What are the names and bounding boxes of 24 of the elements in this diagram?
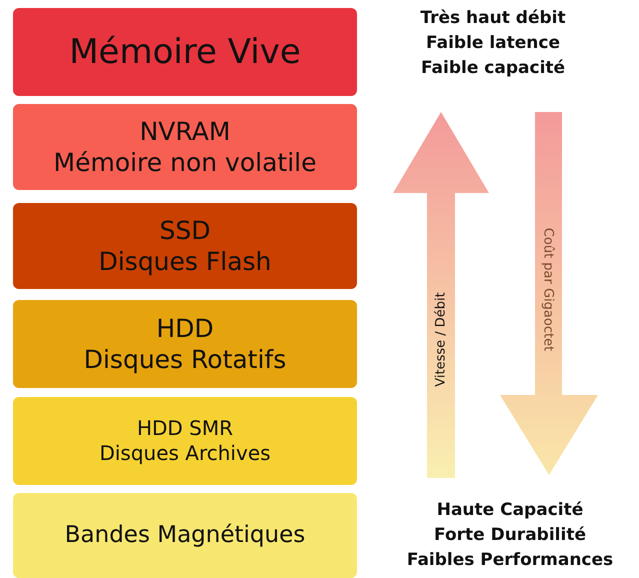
tier-label: Disques Rotatifs bbox=[84, 344, 286, 376]
note-text: Faible capacité bbox=[420, 58, 566, 78]
tier-label: HDD bbox=[156, 312, 214, 344]
tier-label: Mémoire Vive bbox=[69, 30, 301, 74]
note-text: Forte Durabilité bbox=[433, 525, 587, 545]
storage-tier-box bbox=[13, 493, 357, 578]
note-text: Haute Capacité bbox=[436, 500, 584, 520]
arrow-label: Vitesse / Débit bbox=[434, 291, 448, 389]
tier-label: Disques Archives bbox=[99, 441, 271, 466]
tier-label: SSD bbox=[160, 214, 210, 246]
tier-label: Disques Flash bbox=[98, 246, 272, 278]
storage-tier-box bbox=[13, 8, 357, 96]
tier-label: Bandes Magnétiques bbox=[64, 521, 306, 550]
tier-label: Mémoire non volatile bbox=[54, 147, 316, 178]
arrow-label: Coût par Gigaoctet bbox=[540, 226, 556, 354]
storage-tier-box bbox=[13, 203, 357, 289]
storage-tier-box bbox=[13, 397, 357, 485]
note-text: Très haut débit bbox=[419, 8, 567, 28]
note-text: Faible latence bbox=[424, 33, 562, 53]
tier-label: HDD SMR bbox=[136, 416, 234, 441]
storage-tier-box bbox=[13, 104, 357, 190]
note-text: Faibles Performances bbox=[406, 550, 614, 570]
storage-tier-box bbox=[13, 300, 357, 388]
tier-label: NVRAM bbox=[140, 116, 230, 147]
